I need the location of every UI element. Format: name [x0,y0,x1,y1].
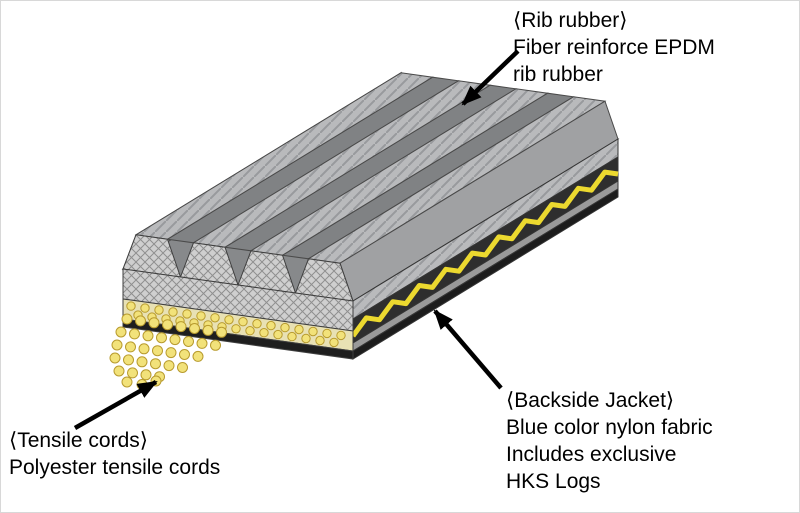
rib-rubber-label-title: ⟨Rib rubber⟩ [513,9,628,32]
tensile-cords-label-title: ⟨Tensile cords⟩ [9,429,148,452]
tensile-cords-label-line: Polyester tensile cords [9,456,221,479]
backside-jacket-label-line: HKS Logs [506,470,601,493]
tensile-cords-label: ⟨Tensile cords⟩ Polyester tensile cords [9,427,220,481]
tensile-cords-arrow [73,380,158,430]
belt-side-face [350,138,619,360]
rib-rubber-arrow [461,49,520,106]
tensile-cords-spill [109,313,227,390]
callout-arrows [73,49,520,430]
backside-jacket-arrow [433,309,503,390]
belt-front-face [122,234,354,360]
tensile-cords-band [126,301,346,348]
rib-rubber-label-line: Fiber reinforce EPDM [513,36,715,59]
backside-jacket-label-line: Includes exclusive [506,443,677,466]
backside-jacket-label-line: Blue color nylon fabric [506,416,713,439]
rib-top-surface [121,71,620,302]
rib-rubber-label-line: rib rubber [513,63,603,86]
backside-jacket-label: ⟨Backside Jacket⟩ Blue color nylon fabri… [506,387,713,495]
backside-jacket-zigzag [350,169,619,338]
backside-jacket-label-title: ⟨Backside Jacket⟩ [506,389,675,412]
rib-rubber-label: ⟨Rib rubber⟩ Fiber reinforce EPDM rib ru… [513,7,715,88]
